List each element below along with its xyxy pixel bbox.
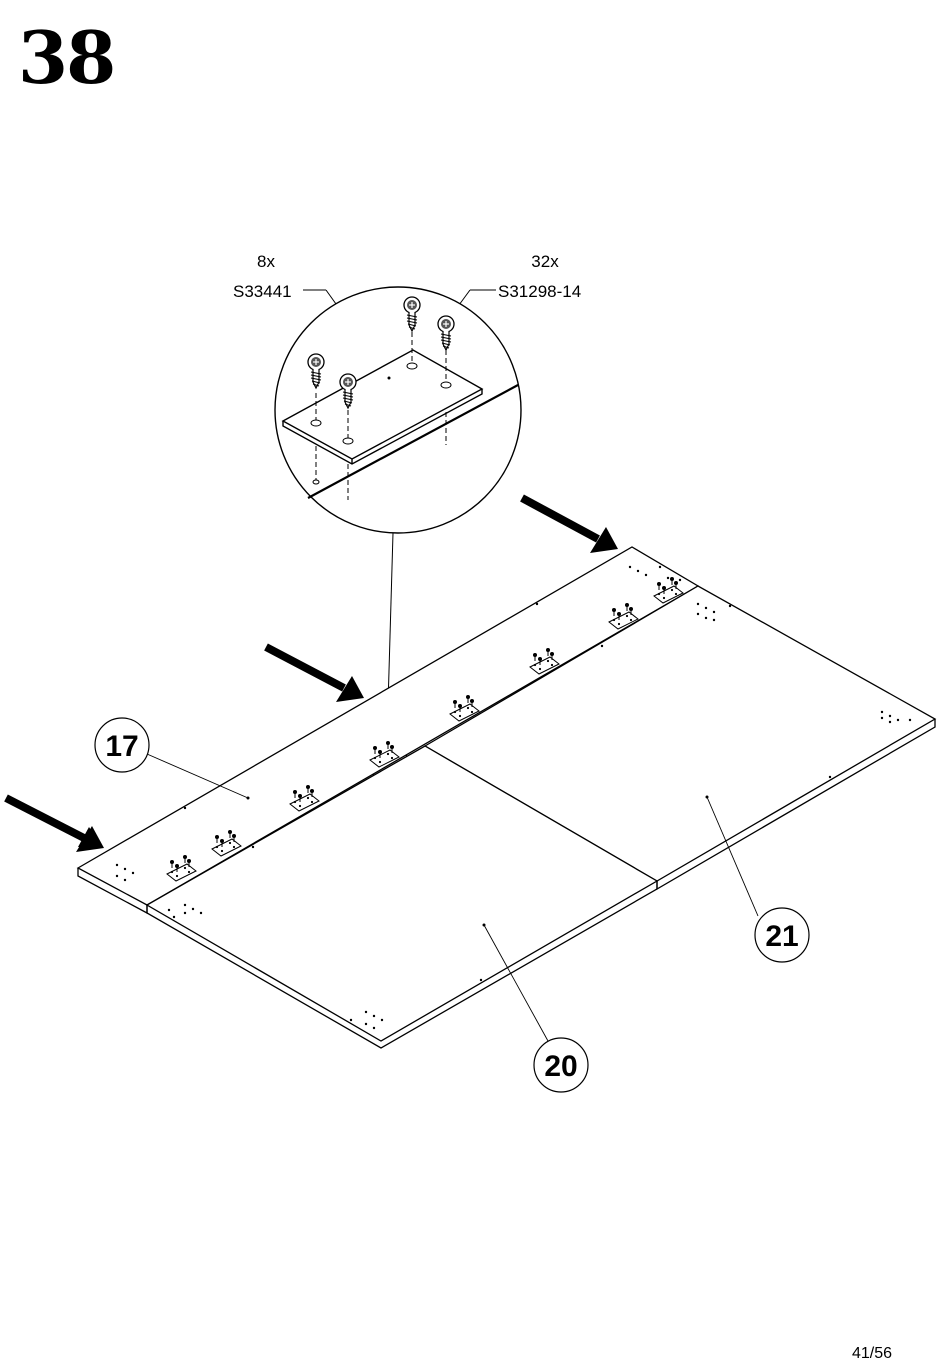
svg-text:17: 17 bbox=[105, 730, 138, 763]
arrow-icon bbox=[6, 798, 104, 852]
hardware-code-plate: S33441 bbox=[233, 282, 292, 301]
arrow-icon bbox=[266, 647, 364, 702]
svg-text:21: 21 bbox=[765, 920, 798, 953]
svg-text:20: 20 bbox=[544, 1050, 577, 1083]
hardware-code-screw: S31298-14 bbox=[498, 282, 581, 301]
arrow-icon bbox=[522, 498, 618, 553]
part-label-21: 21 bbox=[755, 908, 809, 962]
hardware-qty-screw: 32x bbox=[531, 252, 559, 271]
part-label-17: 17 bbox=[95, 718, 149, 772]
page-number: 41/56 bbox=[852, 1346, 892, 1362]
hardware-qty-plate: 8x bbox=[257, 252, 275, 271]
detail-zoom-circle bbox=[275, 287, 521, 533]
part-label-20: 20 bbox=[534, 1038, 588, 1092]
